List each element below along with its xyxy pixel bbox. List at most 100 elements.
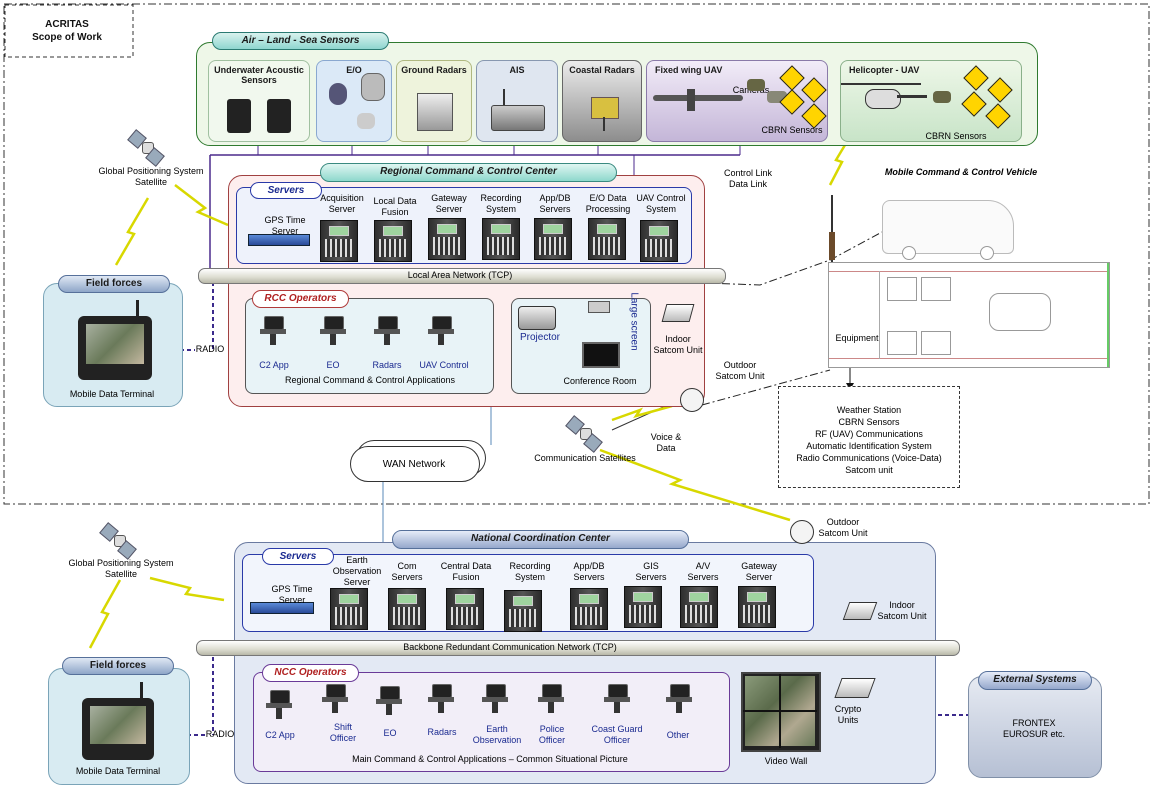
coastal-radar-icon — [591, 97, 619, 119]
underwater-sensor-icon — [227, 99, 251, 133]
uav-control-console-icon[interactable] — [428, 316, 454, 346]
scope-title: ACRITAS Scope of Work — [32, 19, 102, 43]
equipment-item: Weather Station — [836, 405, 902, 415]
helicopter-icon — [865, 89, 901, 109]
radars-console-icon[interactable] — [428, 684, 454, 714]
rcc-servers-title: Servers — [250, 182, 322, 199]
satellite-dish-icon[interactable] — [680, 388, 704, 412]
external-systems-panel — [968, 676, 1102, 778]
rcc-server-label: Recording System — [480, 193, 522, 214]
large-screen-icon[interactable] — [582, 342, 620, 368]
radiation-icon — [985, 103, 1011, 129]
projector-icon[interactable] — [518, 306, 556, 330]
coast-guard-console-icon[interactable] — [604, 684, 630, 714]
vehicle-equipment-list: Weather Station CBRN Sensors RF (UAV) Co… — [778, 386, 960, 488]
acquisition-server-icon[interactable] — [320, 220, 358, 262]
indoor-satcom-label: Indoor Satcom Unit — [653, 334, 703, 355]
sensor-coastal-radars-label: Coastal Radars — [569, 65, 635, 75]
gateway-server-icon[interactable] — [428, 218, 466, 260]
app-db-servers-icon[interactable] — [570, 588, 608, 630]
sensor-helicopter-uav[interactable]: Helicopter - UAV CBRN Sensors — [840, 60, 1022, 142]
central-data-fusion-icon[interactable] — [446, 588, 484, 630]
video-wall-icon[interactable] — [741, 672, 821, 752]
ncc-servers-title: Servers — [262, 548, 334, 565]
vehicle-title: Mobile Command & Control Vehicle — [884, 167, 1038, 177]
ncc-server-label: App/DB Servers — [573, 561, 605, 582]
c2-app-console-icon[interactable] — [266, 690, 292, 720]
av-servers-icon[interactable] — [680, 586, 718, 628]
mobile-terminal-icon[interactable] — [78, 316, 152, 380]
recording-system-icon[interactable] — [504, 590, 542, 632]
camera-icon — [933, 91, 951, 103]
ncc-operators-title: NCC Operators — [262, 664, 359, 682]
other-console-icon[interactable] — [666, 684, 692, 714]
earth-observation-console-icon[interactable] — [482, 684, 508, 714]
gps-time-server-icon[interactable] — [248, 234, 310, 246]
gps-time-server-label: GPS Time Server — [264, 215, 306, 236]
mobile-terminal-label: Mobile Data Terminal — [69, 389, 155, 399]
rcc-server-label: App/DB Servers — [539, 193, 571, 214]
gps-satellite-label: Global Positioning System Satellite — [98, 166, 204, 187]
projector-mount-icon — [588, 301, 610, 313]
eo-camera-icon — [361, 73, 385, 101]
sensor-underwater[interactable]: Underwater Acoustic Sensors — [208, 60, 310, 142]
cbrn-sensors-label: CBRN Sensors — [761, 125, 823, 135]
uav-control-system-icon[interactable] — [640, 220, 678, 262]
crypto-units-label: Crypto Units — [834, 704, 862, 725]
crypto-unit-icon[interactable] — [834, 678, 876, 698]
radio-label: RADIO — [205, 729, 235, 739]
sensor-fixed-wing-uav-label: Fixed wing UAV — [655, 65, 723, 75]
rcc-operator-label: C2 App — [259, 360, 289, 370]
sensor-ground-radars[interactable]: Ground Radars — [396, 60, 472, 142]
wheel-icon — [980, 246, 994, 260]
sensor-ais[interactable]: AIS — [476, 60, 558, 142]
ncc-server-label: Recording System — [509, 561, 551, 582]
equipment-label: Equipment — [835, 333, 879, 343]
sensor-ais-label: AIS — [509, 65, 525, 75]
cbrn-sensors-label: CBRN Sensors — [925, 131, 987, 141]
ncc-operator-label: Earth Observation — [472, 724, 522, 745]
satellite-dish-icon[interactable] — [790, 520, 814, 544]
communication-satellite-icon — [565, 415, 603, 453]
app-db-servers-icon[interactable] — [534, 218, 572, 260]
rcc-server-label: UAV Control System — [636, 193, 686, 214]
sensor-fixed-wing-uav[interactable]: Fixed wing UAV Cameras CBRN Sensors — [646, 60, 828, 142]
eo-console-icon[interactable] — [376, 686, 402, 716]
lan-label: Local Area Network (TCP) — [407, 270, 513, 280]
sensor-underwater-label: Underwater Acoustic Sensors — [214, 65, 304, 85]
c2-app-console-icon[interactable] — [260, 316, 286, 346]
coastal-radar-icon — [603, 117, 605, 131]
radars-console-icon[interactable] — [374, 316, 400, 346]
antenna-icon — [136, 300, 139, 318]
eo-console-icon[interactable] — [320, 316, 346, 346]
gps-satellite-icon — [127, 129, 165, 167]
sensor-eo[interactable]: E/O — [316, 60, 392, 142]
radiation-icon — [961, 91, 987, 117]
recording-system-icon[interactable] — [482, 218, 520, 260]
eo-camera-icon — [357, 113, 375, 129]
gps-time-server-icon[interactable] — [250, 602, 314, 614]
rotor-icon — [841, 83, 921, 85]
indoor-satcom-icon[interactable] — [661, 304, 695, 322]
com-servers-icon[interactable] — [388, 588, 426, 630]
ncc-server-label: Gateway Server — [741, 561, 777, 582]
earth-observation-server-icon[interactable] — [330, 588, 368, 630]
vehicle-floorplan — [828, 262, 1110, 368]
ncc-operator-label: Shift Officer — [329, 722, 357, 743]
sensor-coastal-radars[interactable]: Coastal Radars — [562, 60, 642, 142]
large-screen-label: Large screen — [628, 292, 640, 351]
eo-data-processing-icon[interactable] — [588, 218, 626, 260]
gateway-server-icon[interactable] — [738, 586, 776, 628]
local-data-fusion-icon[interactable] — [374, 220, 412, 262]
mobile-terminal-icon[interactable] — [82, 698, 154, 760]
equipment-item: RF (UAV) Communications — [815, 429, 923, 439]
police-officer-console-icon[interactable] — [538, 684, 564, 714]
ncc-operator-label: Other — [666, 730, 690, 740]
ncc-operator-label: Police Officer — [538, 724, 566, 745]
rcc-title: Regional Command & Control Center — [320, 163, 617, 182]
rcc-operator-label: UAV Control — [419, 360, 469, 370]
shift-officer-console-icon[interactable] — [322, 684, 348, 714]
field-forces-title: Field forces — [58, 275, 170, 293]
gis-servers-icon[interactable] — [624, 586, 662, 628]
ncc-server-label: Com Servers — [391, 561, 423, 582]
